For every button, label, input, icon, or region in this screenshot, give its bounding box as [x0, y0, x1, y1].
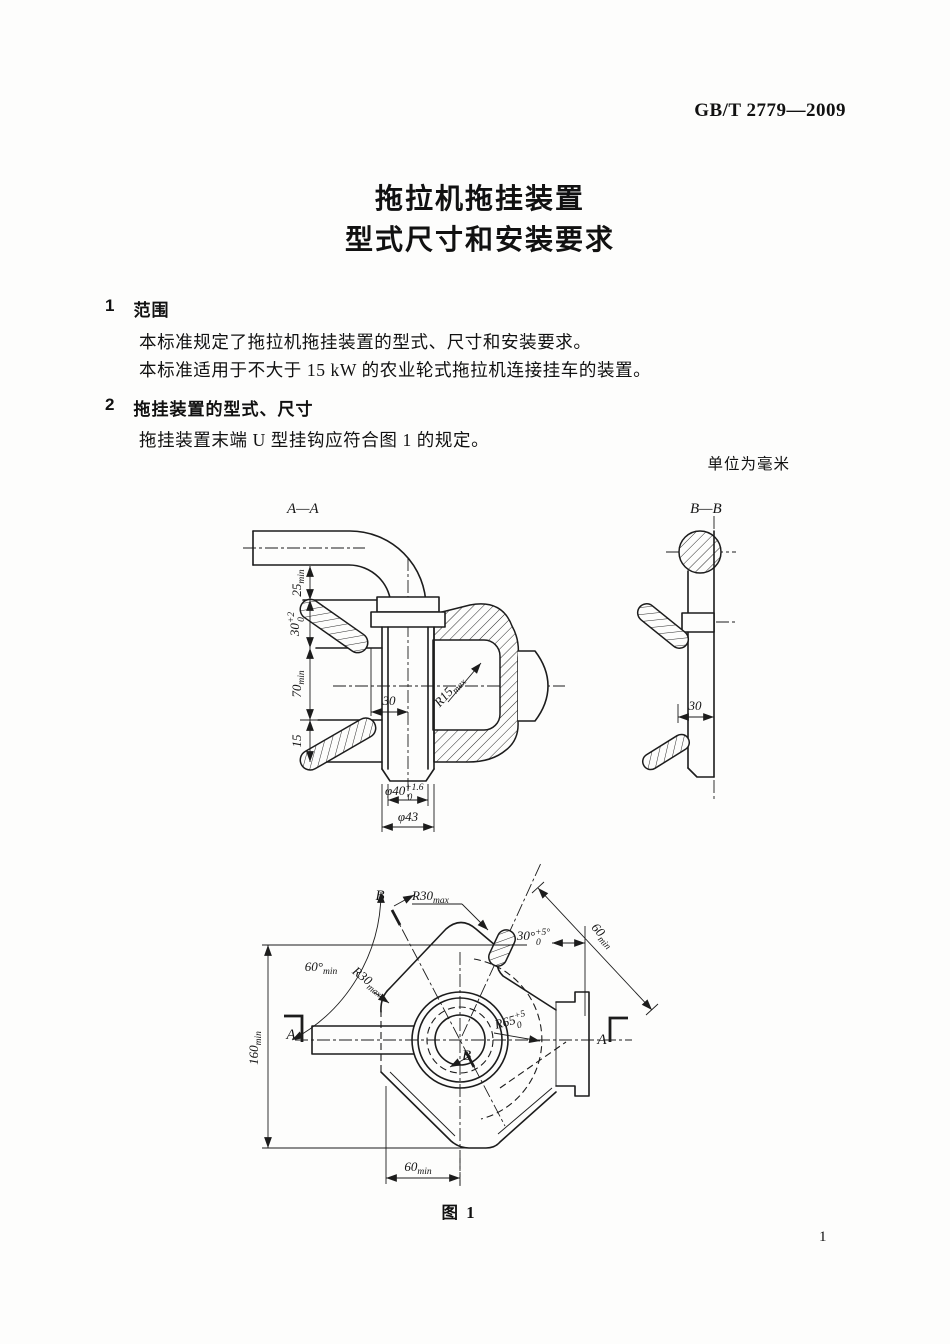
- units-note: 单位为毫米: [707, 456, 790, 473]
- diameter-dimensions: [381, 784, 435, 832]
- hook-slot-hatched: [488, 929, 516, 967]
- paragraph: 拖挂装置末端 U 型挂钩应符合图 1 的规定。: [139, 430, 490, 450]
- r65-leader: [493, 1032, 541, 1043]
- angle-arc-60: [291, 891, 385, 1041]
- dim-160min: 160min: [246, 1031, 264, 1065]
- dim-r30max-left: R30max: [347, 963, 388, 1001]
- dim-30: 30: [382, 693, 397, 708]
- dim-70min: 70min: [289, 670, 307, 698]
- upper-wedge-ear: [299, 598, 369, 654]
- hitch-pin: [381, 626, 435, 782]
- section-title: 拖挂装置的型式、尺寸: [133, 400, 314, 419]
- section-b-arrow: [393, 894, 415, 907]
- body-outline-lower: [380, 1071, 557, 1149]
- view-a-a-label: A—A: [286, 501, 320, 517]
- r15-leader: [447, 662, 482, 703]
- plan-view: A A B B 160min 60°min R30max R30max: [246, 862, 659, 1186]
- section-label-b: B: [462, 1048, 471, 1064]
- section-1-heading: 1 范围: [105, 296, 169, 321]
- dim-25min: 25min: [289, 569, 307, 597]
- dim-30-tolerance: 30+20: [287, 612, 307, 637]
- view-b-b-label: B—B: [690, 501, 722, 517]
- title-line-2: 型式尺寸和安装要求: [344, 225, 615, 256]
- section-view-a-a: A—A: [243, 501, 565, 832]
- section-label-a: A: [596, 1032, 607, 1048]
- dim-60deg-min: 60°min: [305, 959, 338, 977]
- dim-tick: [531, 881, 545, 894]
- bar-bottom-chamfer: [687, 767, 715, 778]
- section-b-thick-end: [390, 909, 402, 926]
- tube-section-circle: [678, 530, 722, 574]
- dim-phi43: φ43: [398, 809, 419, 824]
- dimension-chain: [300, 566, 320, 762]
- section-label-b: B: [375, 888, 384, 904]
- lower-wedge-ear: [641, 733, 691, 771]
- dim-60min-bottom: 60min: [404, 1159, 432, 1177]
- figure-1-drawing: A—A: [243, 501, 736, 1186]
- section-b-thick-end: [464, 1051, 476, 1068]
- document-title: 拖拉机拖挂装置 型式尺寸和安装要求: [10, 179, 950, 261]
- section-number: 2: [105, 395, 116, 414]
- section-2-heading: 2 拖挂装置的型式、尺寸: [105, 395, 313, 420]
- page-number: 1: [819, 1229, 827, 1245]
- section-label-a: A: [285, 1027, 296, 1043]
- dim-r65: R65+50: [492, 1009, 529, 1037]
- section-view-b-b: B—B 30: [636, 501, 736, 800]
- standard-number: GB/T 2779—2009: [694, 100, 846, 121]
- upper-wedge-ear: [636, 603, 690, 649]
- section-number: 1: [105, 296, 116, 315]
- collar-bottom: [370, 611, 446, 628]
- dim-60min-diagonal: 60min: [586, 920, 618, 952]
- dim-r30max-top: R30max: [411, 888, 450, 906]
- hidden-edge: [499, 1041, 567, 1089]
- paragraph: 本标准规定了拖拉机拖挂装置的型式、尺寸和安装要求。: [139, 332, 592, 352]
- figure-caption: 图 1: [441, 1203, 475, 1222]
- section-a-mark-right: [608, 1016, 628, 1042]
- hook-tube-outer: [252, 530, 427, 608]
- dim-line-60-diagonal: [537, 887, 653, 1011]
- paragraph: 本标准适用于不大于 15 kW 的农业轮式拖拉机连接挂车的装置。: [139, 360, 652, 380]
- r65-dashed-arc: [473, 958, 543, 1120]
- title-line-1: 拖拉机拖挂装置: [374, 184, 585, 215]
- collar-top: [376, 596, 440, 613]
- wall-inner-line: [389, 1071, 456, 1137]
- lower-wedge-ear: [299, 717, 377, 771]
- collar-profile: [681, 612, 715, 633]
- dim-r15max: R15max: [430, 672, 469, 713]
- bracket-section-hatched: [432, 603, 520, 763]
- dim-30: 30: [688, 698, 703, 713]
- wall-inner-line: [497, 1087, 553, 1135]
- r30-leader: [461, 903, 489, 931]
- socket-stub: [517, 650, 549, 722]
- r30-leader: [373, 991, 390, 1004]
- drawbar-stub: [555, 991, 590, 1097]
- section-title: 范围: [133, 301, 170, 320]
- dim-15: 15: [289, 734, 304, 748]
- section-b-arrow: [449, 1055, 471, 1068]
